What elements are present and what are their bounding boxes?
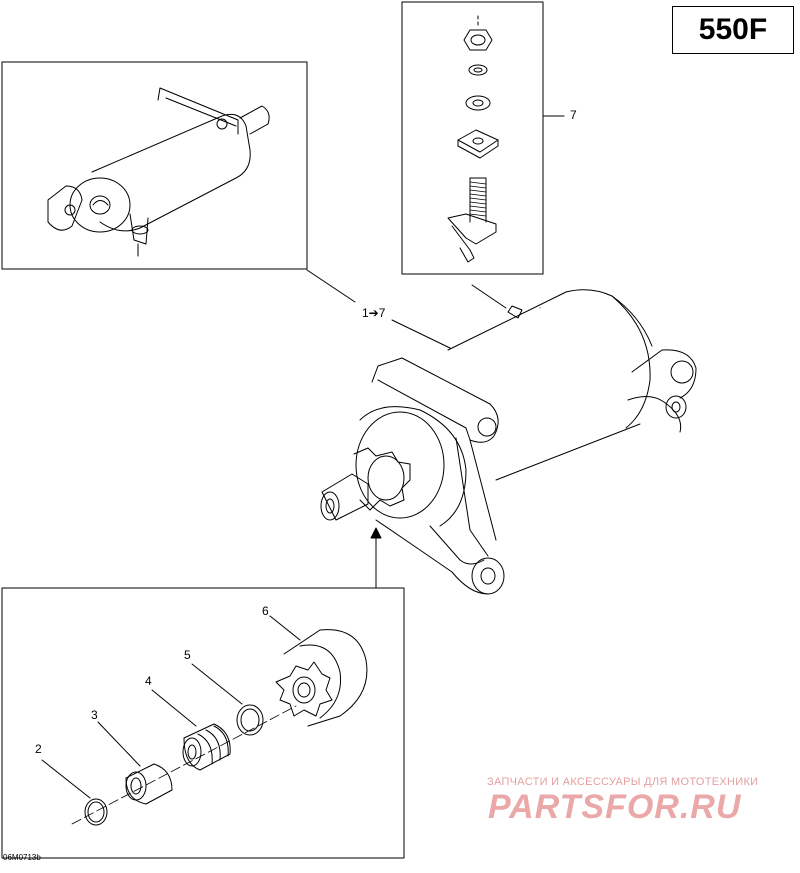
part-3-collar <box>97 721 173 805</box>
drive-parts-box <box>1 587 405 859</box>
callout-2: 2 <box>35 742 42 756</box>
starter-motor-main <box>306 269 697 595</box>
callout-4: 4 <box>145 674 152 688</box>
drawing-code: 06M0713b <box>3 853 41 862</box>
callout-5: 5 <box>184 648 191 662</box>
callout-1-to-7: 1➔7 <box>362 306 386 320</box>
watermark-tagline: ЗАПЧАСТИ И АКСЕССУАРЫ ДЛЯ МОТОТЕХНИКИ <box>487 776 759 788</box>
part-4-spring-spacer <box>151 689 231 771</box>
part-5-ring <box>191 663 264 736</box>
model-label: 550F <box>672 6 794 54</box>
part-6-pinion-gear <box>269 615 368 727</box>
starter-overview-box <box>1 61 308 270</box>
part-2-snap-ring <box>41 759 108 826</box>
callout-7: 7 <box>570 108 577 122</box>
terminal-hardware-box <box>401 1 565 309</box>
watermark-logo: PARTSFOR.RU <box>488 788 742 826</box>
callout-6: 6 <box>262 604 269 618</box>
callout-3: 3 <box>91 708 98 722</box>
